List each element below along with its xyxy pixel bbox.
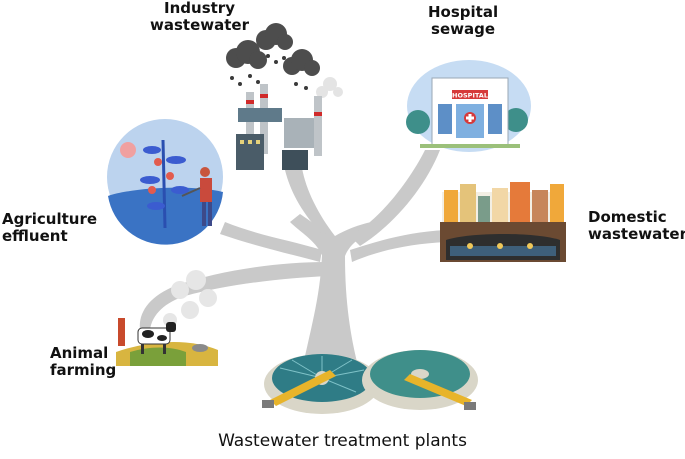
rock-icon <box>192 344 208 352</box>
label-line: Animal <box>50 344 109 362</box>
label-domestic-wastewater: Domestic wastewater <box>588 209 685 243</box>
tree-icon <box>406 110 430 134</box>
branch-domestic <box>350 230 445 262</box>
hospital-illustration: HOSPITAL <box>406 60 531 152</box>
label-line: Domestic <box>588 208 667 226</box>
smoke-icon <box>316 77 343 98</box>
label-line: Hospital <box>428 3 499 21</box>
branch-animal <box>139 262 330 330</box>
bridge-left <box>270 370 336 406</box>
industry-illustration <box>226 23 343 170</box>
label-industry-wastewater: Industry wastewater <box>150 0 249 34</box>
bridge-right <box>404 374 472 406</box>
branch-hospital <box>350 150 440 246</box>
agriculture-illustration <box>107 119 223 245</box>
label-line: sewage <box>431 20 496 38</box>
branch-agriculture <box>220 222 322 262</box>
tomato-plant-icon <box>161 139 167 229</box>
label-line: Industry <box>164 0 235 17</box>
sewer-lights <box>467 243 533 249</box>
rain-icon <box>230 54 308 90</box>
label-line: farming <box>50 361 117 379</box>
flow-tree <box>139 150 445 380</box>
label-line: wastewater <box>150 16 249 34</box>
hospital-sign-panel <box>452 90 488 99</box>
label-animal-farming: Animal farming <box>50 345 116 379</box>
hospital-sign: HOSPITAL <box>452 92 488 100</box>
factory-icon <box>236 84 322 170</box>
tree-icon-2 <box>504 108 528 132</box>
branch-to-plants-trunk <box>290 214 376 380</box>
farmer-sprayer-icon <box>181 167 212 226</box>
branch-industry <box>285 168 335 236</box>
diagram-caption: Wastewater treatment plants <box>218 431 467 451</box>
leaf-icons <box>140 146 189 210</box>
barrel-icon <box>118 318 125 346</box>
tomato-icons <box>148 158 174 194</box>
label-agriculture-effluent: Agriculture effluent <box>2 211 97 245</box>
domestic-illustration <box>440 182 566 262</box>
cow-icon <box>137 322 176 354</box>
label-line: effluent <box>2 227 68 245</box>
sun-icon <box>120 142 136 158</box>
cloud-icon <box>226 23 320 76</box>
treatment-plants-illustration <box>262 350 478 414</box>
label-line: wastewater <box>588 225 685 243</box>
animal-farming-illustration <box>116 270 218 366</box>
label-line: Agriculture <box>2 210 98 228</box>
label-hospital-sewage: Hospital sewage <box>428 4 498 38</box>
